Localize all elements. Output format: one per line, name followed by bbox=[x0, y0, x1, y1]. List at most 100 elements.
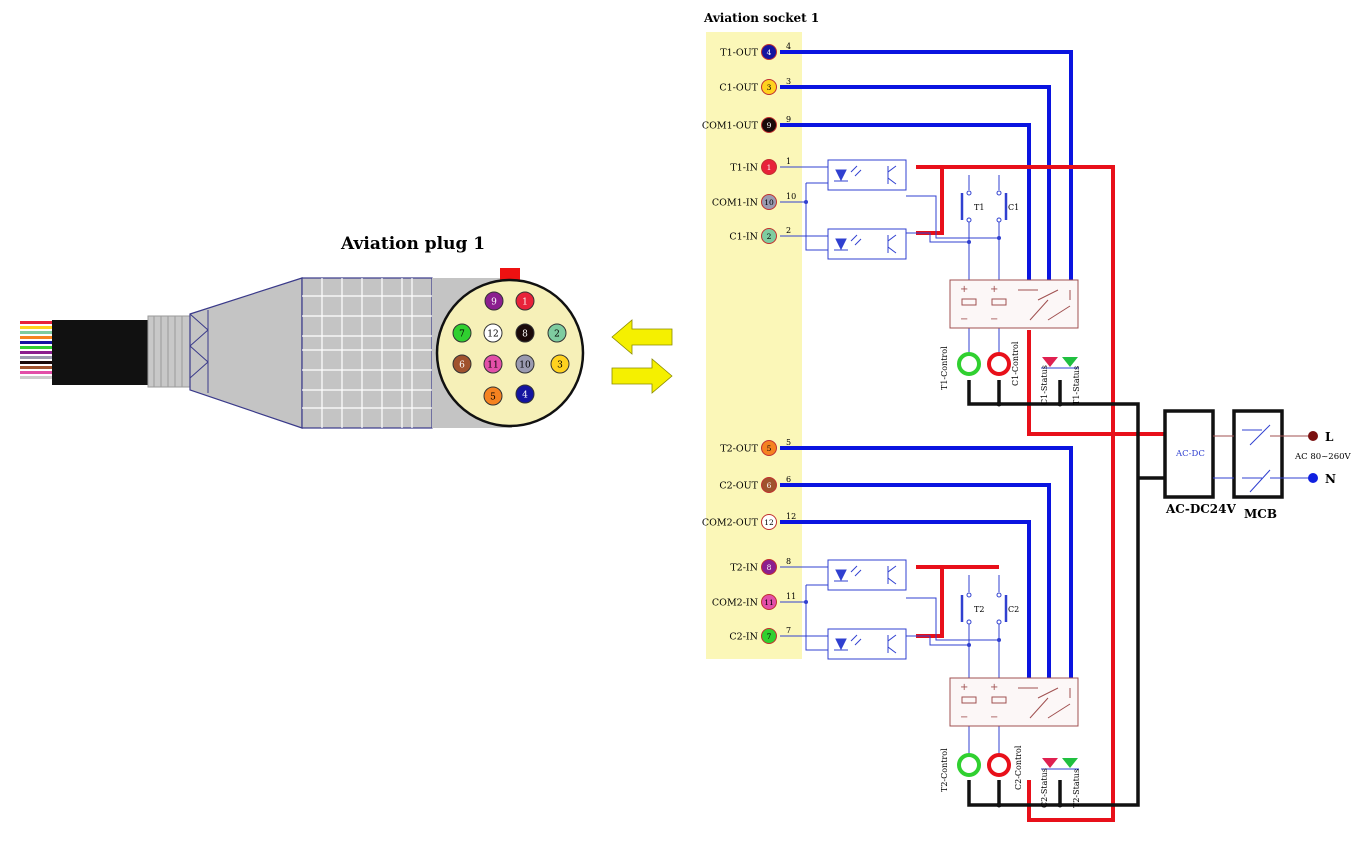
switch-t2 bbox=[960, 592, 972, 625]
svg-text:−: − bbox=[990, 314, 998, 325]
plug-pin-number: 6 bbox=[459, 361, 465, 371]
c1-status-label: C1-Status bbox=[1040, 365, 1049, 405]
c1-control-lamp-icon bbox=[987, 352, 1011, 376]
optocouplers bbox=[827, 159, 907, 660]
socket-pin-number: 5 bbox=[767, 444, 772, 453]
plug-pin: 3 bbox=[550, 354, 570, 374]
arrow-left-icon bbox=[611, 319, 673, 355]
socket-pin-label: COM1-IN bbox=[712, 198, 758, 209]
aviation-plug: Aviation plug 1 bbox=[20, 234, 585, 429]
socket-wire-number: 7 bbox=[786, 626, 791, 635]
socket-wire-number: 5 bbox=[786, 438, 791, 447]
c2-control-lamp-icon bbox=[987, 753, 1011, 777]
socket-pin-number: 2 bbox=[767, 232, 772, 241]
voltage-label: AC 80~260V bbox=[1294, 452, 1352, 462]
switch-t1 bbox=[960, 190, 972, 223]
plug-pin-number: 7 bbox=[459, 330, 465, 340]
socket-pin-dot bbox=[761, 159, 777, 175]
optocoupler-2a bbox=[827, 559, 907, 591]
c2-status-led-icon bbox=[1042, 758, 1058, 768]
plug-grip bbox=[301, 277, 433, 429]
plug-pin: 6 bbox=[452, 354, 472, 374]
socket-pin-dot bbox=[761, 228, 777, 244]
plug-pin-dot bbox=[483, 386, 503, 406]
switch-c2-label: C2 bbox=[1008, 605, 1019, 614]
optocoupler-1b bbox=[827, 228, 907, 260]
plug-pin-number: 2 bbox=[554, 330, 560, 340]
socket-pin-number: 6 bbox=[767, 481, 772, 490]
socket-panel bbox=[706, 32, 802, 659]
socket-pin-label: COM2-IN bbox=[712, 598, 758, 609]
plug-pin-number: 3 bbox=[557, 361, 563, 371]
socket-pin-dot bbox=[761, 514, 777, 530]
t1-status-label: T1-Status bbox=[1072, 366, 1081, 405]
socket-pin-label: T2-OUT bbox=[720, 444, 758, 455]
mcb-module bbox=[1232, 409, 1284, 499]
t1-status-led-icon bbox=[1062, 357, 1078, 367]
relay-box-1: + + − − bbox=[949, 279, 1079, 329]
socket-pin-number: 10 bbox=[764, 198, 774, 207]
socket-wire-number: 6 bbox=[786, 475, 791, 484]
plug-pin-dot bbox=[515, 354, 535, 374]
t2-status-label: T2-Status bbox=[1072, 769, 1081, 808]
plug-pin: 12 bbox=[483, 323, 503, 343]
direction-arrows bbox=[611, 319, 673, 394]
plug-pin-number: 4 bbox=[522, 391, 528, 401]
socket-pin-dot bbox=[761, 477, 777, 493]
socket-wire-number: 9 bbox=[786, 115, 791, 124]
plug-pin-number: 12 bbox=[487, 330, 498, 340]
socket-pin-dot bbox=[761, 117, 777, 133]
svg-text:+: + bbox=[990, 682, 998, 693]
plug-pin-number: 1 bbox=[522, 298, 528, 308]
t2-control-label: T2-Control bbox=[940, 748, 949, 792]
socket-pin-dot bbox=[761, 79, 777, 95]
socket-pin-label: C2-IN bbox=[729, 632, 758, 643]
neutral-label: N bbox=[1325, 472, 1336, 486]
svg-text:−: − bbox=[960, 712, 968, 723]
plug-pin: 1 bbox=[515, 291, 535, 311]
socket-pin-number: 9 bbox=[767, 121, 772, 130]
plug-pin: 9 bbox=[484, 291, 504, 311]
neutral-terminal-icon bbox=[1308, 473, 1318, 483]
t2-status-led-icon bbox=[1062, 758, 1078, 768]
relay-box-2: + + − − bbox=[949, 677, 1079, 727]
plug-pin-number: 11 bbox=[487, 361, 498, 371]
plug-pin-dot bbox=[550, 354, 570, 374]
wiring bbox=[780, 50, 1165, 822]
plug-pin-dot bbox=[515, 384, 535, 404]
socket-wire-number: 8 bbox=[786, 557, 791, 566]
plug-pin: 5 bbox=[483, 386, 503, 406]
line-label: L bbox=[1325, 430, 1334, 444]
arrow-right-icon bbox=[611, 358, 673, 394]
svg-text:−: − bbox=[960, 314, 968, 325]
plug-pin: 4 bbox=[515, 384, 535, 404]
socket-pin-label: T1-IN bbox=[730, 163, 758, 174]
optocoupler-2b bbox=[827, 628, 907, 660]
plug-title: Aviation plug 1 bbox=[340, 234, 485, 254]
plug-pin-dot bbox=[484, 291, 504, 311]
plug-pin-dot bbox=[483, 323, 503, 343]
switch-c2 bbox=[996, 592, 1008, 625]
socket-wire-number: 4 bbox=[786, 42, 791, 51]
plug-wire-ends bbox=[20, 321, 54, 379]
socket-pin: T2-OUT 5 5 bbox=[720, 438, 791, 456]
optocoupler-1a bbox=[827, 159, 907, 191]
socket-wire-number: 3 bbox=[786, 77, 791, 86]
acdc-module bbox=[1163, 409, 1215, 499]
socket-wire-number: 2 bbox=[786, 226, 791, 235]
socket-pin-number: 7 bbox=[767, 632, 772, 641]
acdc-label: AC-DC24V bbox=[1165, 502, 1236, 516]
plug-pin: 2 bbox=[547, 323, 567, 343]
plug-pin-dot bbox=[452, 323, 472, 343]
socket-pin-number: 1 bbox=[767, 163, 772, 172]
